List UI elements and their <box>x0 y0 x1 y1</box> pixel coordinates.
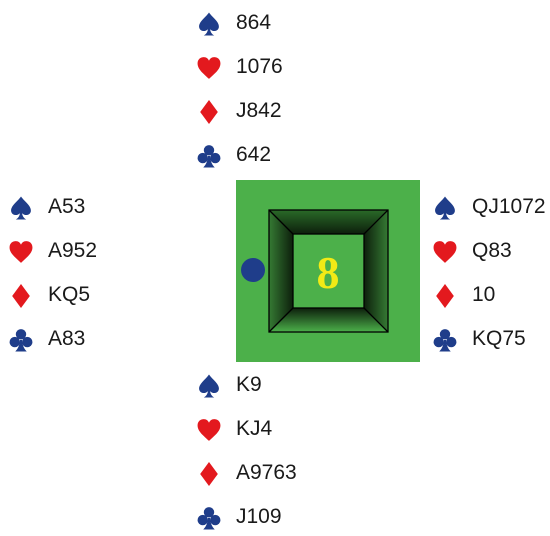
west-hearts-cards: A952 <box>48 236 97 266</box>
heart-icon <box>196 417 222 443</box>
west-diamonds-cards: KQ5 <box>48 280 90 310</box>
south-hearts-cards: KJ4 <box>236 414 272 444</box>
north-clubs-cards: 642 <box>236 140 271 170</box>
heart-icon <box>8 239 34 265</box>
club-icon <box>196 143 222 169</box>
north-diamonds-cards: J842 <box>236 96 282 126</box>
spade-icon <box>8 195 34 221</box>
diamond-icon <box>432 283 458 309</box>
north-spades-cards: 864 <box>236 8 271 38</box>
east-spades-cards: QJ1072 <box>472 192 546 222</box>
west-spades-cards: A53 <box>48 192 85 222</box>
east-hearts-cards: Q83 <box>472 236 512 266</box>
south-spades-cards: K9 <box>236 370 262 400</box>
heart-icon <box>196 55 222 81</box>
diamond-icon <box>196 461 222 487</box>
club-icon <box>196 505 222 531</box>
heart-icon <box>432 239 458 265</box>
club-icon <box>8 327 34 353</box>
south-clubs-cards: J109 <box>236 502 282 532</box>
club-icon <box>432 327 458 353</box>
east-diamonds-cards: 10 <box>472 280 495 310</box>
west-clubs-cards: A83 <box>48 324 85 354</box>
north-hearts-cards: 1076 <box>236 52 283 82</box>
spade-icon <box>196 11 222 37</box>
south-diamonds-cards: A9763 <box>236 458 297 488</box>
spade-icon <box>432 195 458 221</box>
spade-icon <box>196 373 222 399</box>
board-number: 8 <box>236 250 420 296</box>
east-clubs-cards: KQ75 <box>472 324 526 354</box>
diamond-icon <box>8 283 34 309</box>
bridge-table: 8 <box>236 180 420 362</box>
diamond-icon <box>196 99 222 125</box>
